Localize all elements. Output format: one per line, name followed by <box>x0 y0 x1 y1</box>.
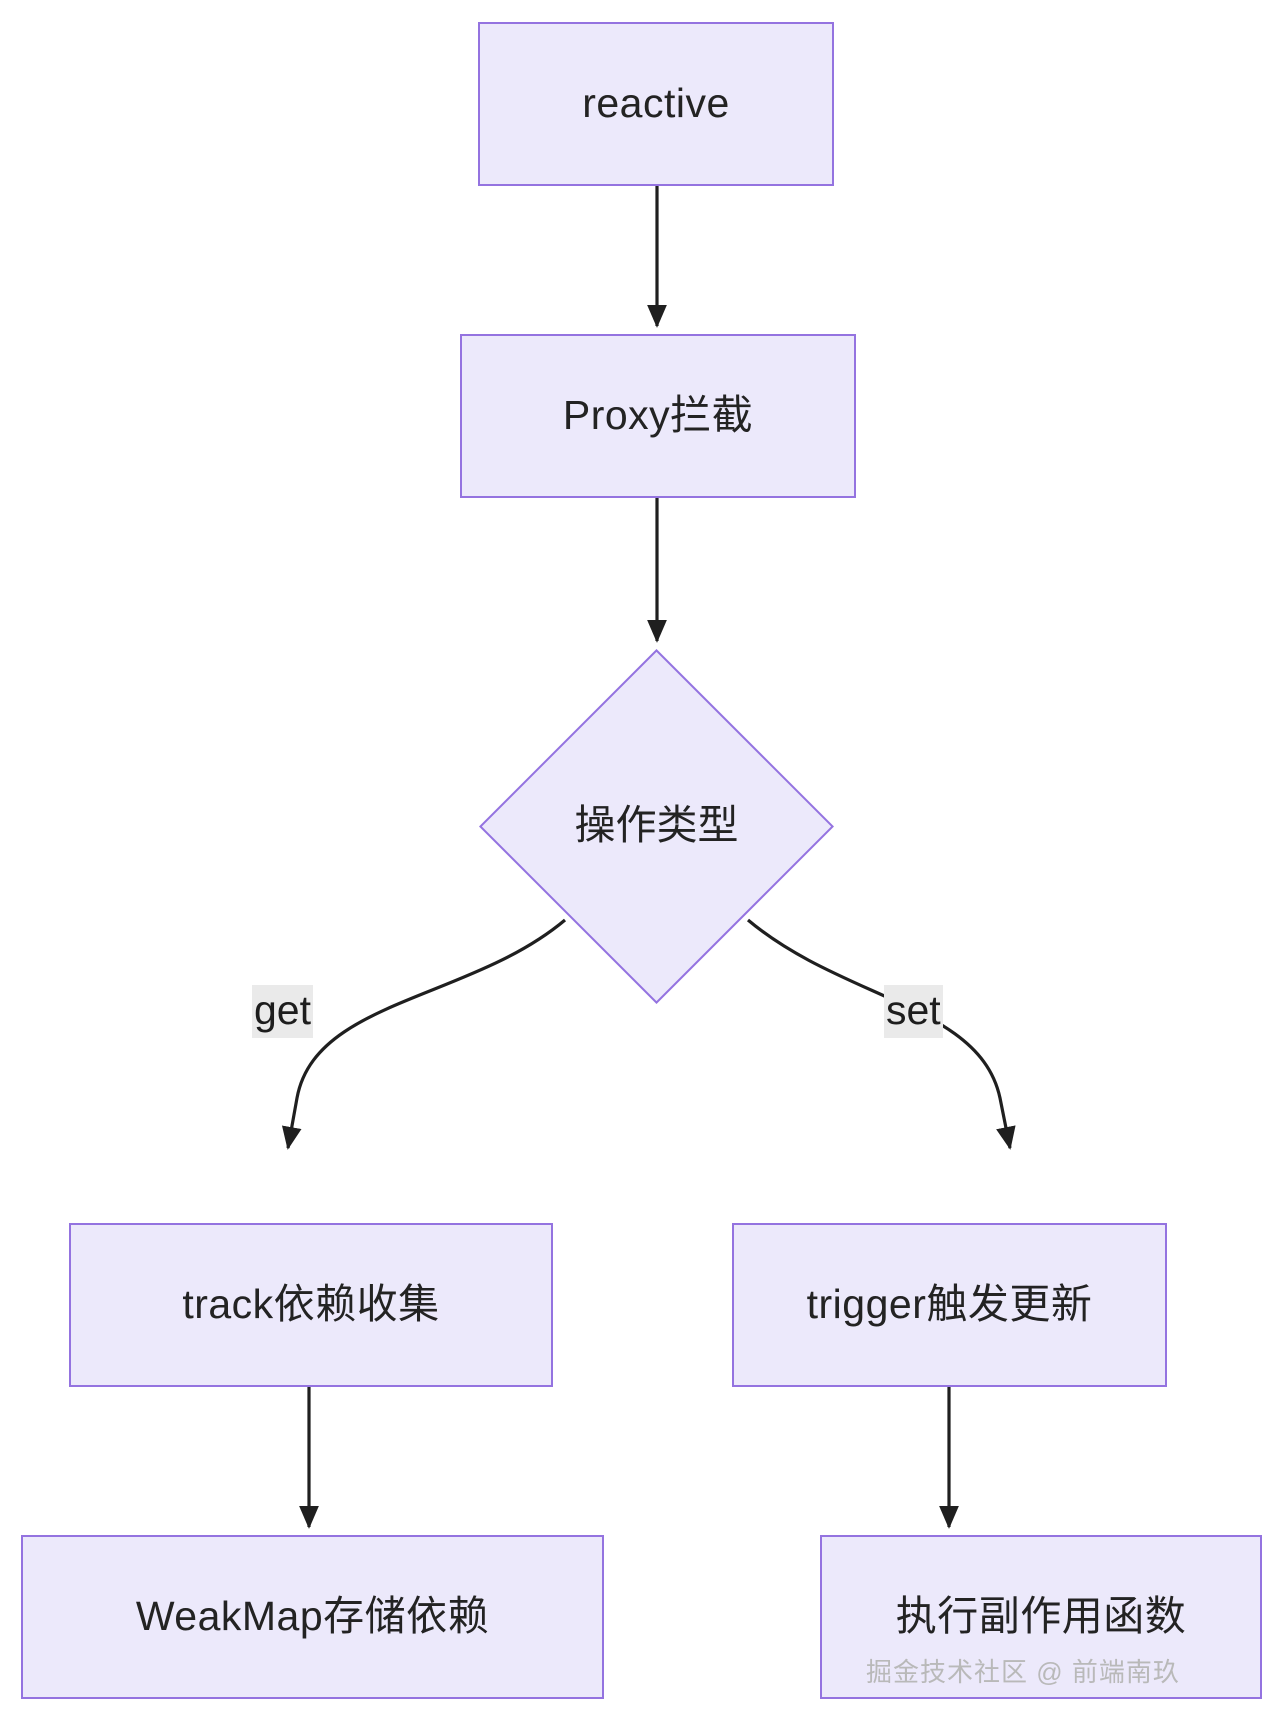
node-run-effect[interactable]: 执行副作用函数 <box>820 1535 1262 1699</box>
node-track-collect-label: track依赖收集 <box>182 1281 440 1328</box>
edge-label-set: set <box>884 985 943 1039</box>
node-proxy-intercept[interactable]: Proxy拦截 <box>460 334 856 498</box>
node-operation-type[interactable]: 操作类型 <box>479 648 834 1004</box>
edge-label-get: get <box>252 985 313 1039</box>
node-reactive[interactable]: reactive <box>478 22 834 186</box>
node-weakmap-store-label: WeakMap存储依赖 <box>135 1593 490 1640</box>
node-trigger-update[interactable]: trigger触发更新 <box>732 1223 1167 1387</box>
node-proxy-intercept-label: Proxy拦截 <box>562 392 754 439</box>
node-track-collect[interactable]: track依赖收集 <box>69 1223 553 1387</box>
node-weakmap-store[interactable]: WeakMap存储依赖 <box>21 1535 604 1699</box>
edge-label-get-text: get <box>254 987 311 1033</box>
edge-label-set-text: set <box>886 987 941 1033</box>
node-reactive-label: reactive <box>582 80 730 127</box>
watermark: 掘金技术社区 @ 前端南玖 <box>866 1657 1180 1687</box>
node-trigger-update-label: trigger触发更新 <box>806 1281 1093 1328</box>
node-run-effect-label: 执行副作用函数 <box>895 1593 1187 1640</box>
node-operation-type-label: 操作类型 <box>574 802 739 849</box>
